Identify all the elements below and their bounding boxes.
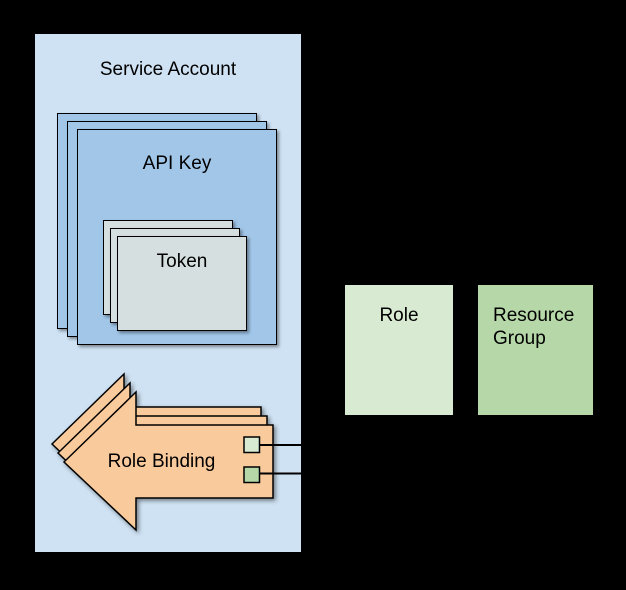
resource-group-label: Resource Group (493, 305, 575, 349)
token-card (117, 236, 247, 331)
role-ref-square (243, 436, 261, 454)
role-binding-arrow-front (62, 390, 274, 532)
role-binding-arrow-stack (50, 372, 274, 532)
token-label: Token (156, 251, 208, 272)
resource-group-ref-square (243, 466, 261, 484)
role-label: Role (379, 305, 419, 326)
resource-group-box (478, 285, 593, 415)
role-box (345, 285, 453, 415)
service-account-label: Service Account (99, 59, 237, 80)
api-key-label: API Key (142, 153, 212, 174)
role-binding-label: Role Binding (107, 451, 216, 472)
